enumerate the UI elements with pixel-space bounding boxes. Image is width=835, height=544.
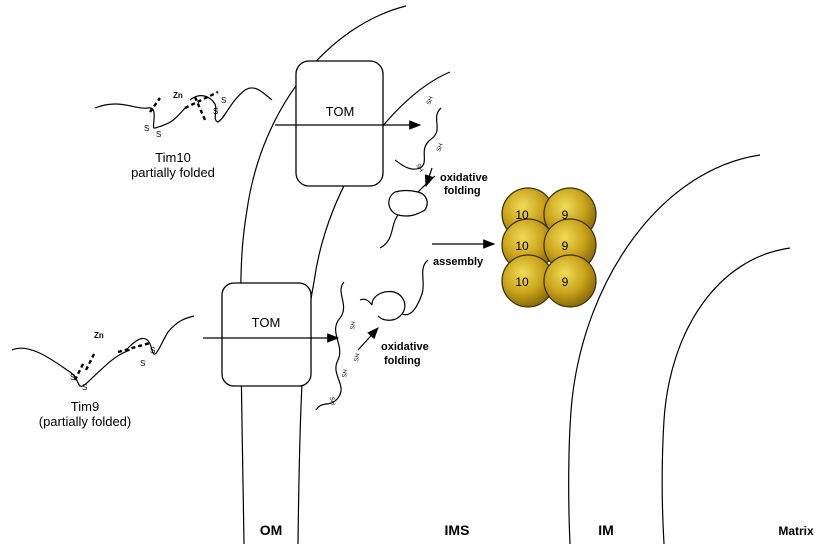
tim10-name-label: Tim10 [155, 150, 191, 165]
sh-label-ims-5: SH [354, 353, 361, 362]
tim9-state-label: (partially folded) [39, 414, 132, 429]
sh-label-ims-1: SH [426, 96, 434, 106]
s-label-bottom-4: S [82, 383, 87, 392]
sh-label-ims-3: SH [414, 163, 423, 173]
complex-label-6: 9 [562, 275, 569, 289]
zn-label-top: Zn [173, 91, 183, 100]
tim10-state-label: partially folded [131, 165, 215, 180]
oxidative-label-top: oxidative [440, 172, 488, 184]
tim9-unfolded-chain-ims [316, 282, 344, 410]
s-label-top-2: S [213, 107, 218, 116]
region-label-matrix: Matrix [778, 524, 814, 538]
region-label-ims: IMS [445, 522, 470, 538]
sh-label-ims-7: SH [328, 396, 335, 405]
s-label-top-4: S [156, 130, 161, 139]
complex-label-3: 10 [515, 239, 529, 253]
tom-label-top: TOM [326, 104, 355, 119]
complex-label-2: 9 [562, 208, 569, 222]
region-label-om: OM [260, 522, 283, 538]
zn-label-bottom: Zn [94, 331, 104, 340]
tom-complex-bottom [222, 283, 311, 386]
s-label-top-3: S [144, 124, 149, 133]
s-label-top-1: S [221, 96, 226, 105]
region-label-im: IM [598, 522, 614, 538]
inner-membrane-outer-curve [569, 155, 760, 544]
tim9-tim10-complex: 10 9 10 9 10 9 [502, 188, 596, 307]
sh-label-ims-2: SH [436, 143, 444, 153]
tim10-partially-folded-chain [95, 88, 272, 128]
tim9-name-label: Tim9 [71, 399, 99, 414]
s-label-bottom-3: S [70, 373, 75, 382]
tom-complex-top [296, 61, 383, 186]
assembly-label: assembly [433, 256, 484, 268]
oxidative-label-bottom: oxidative [381, 341, 429, 353]
complex-label-1: 10 [515, 208, 529, 222]
folding-label-top: folding [444, 185, 481, 197]
tim10-folded-chain [380, 176, 435, 248]
sh-label-ims-4: SH [350, 321, 357, 330]
oxidative-folding-arrow-bottom [358, 328, 378, 350]
tim9-folded-chain [360, 260, 428, 320]
inner-membrane-inner-curve [662, 248, 790, 544]
complex-label-5: 10 [515, 275, 529, 289]
tim10-unfolded-chain-ims [395, 108, 441, 169]
s-label-bottom-2: S [140, 359, 145, 368]
tim9-partially-folded-chain [12, 316, 194, 386]
sh-label-ims-6: SH [342, 369, 349, 378]
s-label-bottom-1: S [150, 346, 155, 355]
tom-label-bottom: TOM [252, 315, 281, 330]
complex-subunit-tim9-3 [544, 255, 596, 307]
folding-label-bottom: folding [384, 355, 421, 367]
complex-label-4: 9 [562, 239, 569, 253]
